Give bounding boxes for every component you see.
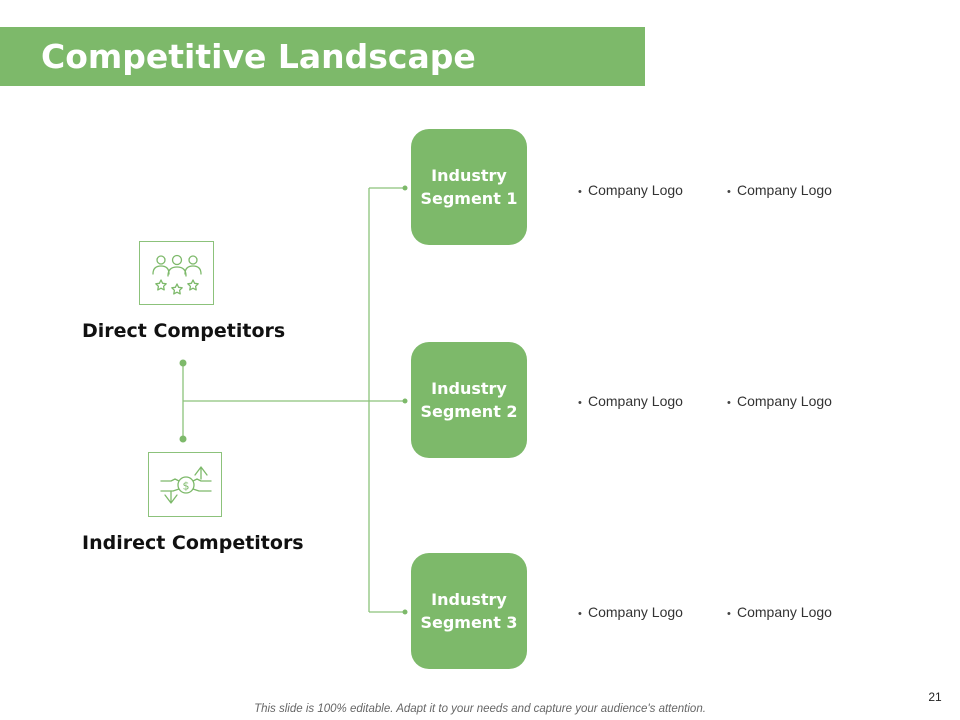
industry-segment-1-box: Industry Segment 1 xyxy=(411,129,527,245)
connector-dot xyxy=(402,609,408,615)
company-logo-text: Company Logo xyxy=(737,604,832,620)
connector-dot xyxy=(179,359,187,367)
company-logo-item: •Company Logo xyxy=(727,182,832,198)
title-banner: Competitive Landscape xyxy=(0,27,645,86)
company-logo-item: •Company Logo xyxy=(727,604,832,620)
page-title: Competitive Landscape xyxy=(41,37,476,76)
company-logo-text: Company Logo xyxy=(588,604,683,620)
company-logo-text: Company Logo xyxy=(737,182,832,198)
indirect-competitors-icon-box: $ xyxy=(148,452,222,517)
svg-text:$: $ xyxy=(183,480,190,493)
group-star-rating-icon xyxy=(152,254,202,295)
direct-competitors-icon-box xyxy=(139,241,214,305)
indirect-competitors-label: Indirect Competitors xyxy=(82,532,304,554)
page-number: 21 xyxy=(928,690,942,704)
industry-segment-label: Industry Segment 1 xyxy=(420,166,518,208)
industry-segment-2-box: Industry Segment 2 xyxy=(411,342,527,458)
company-logo-text: Company Logo xyxy=(588,393,683,409)
industry-segment-3-box: Industry Segment 3 xyxy=(411,553,527,669)
money-exchange-icon: $ xyxy=(160,466,212,504)
connector-dot xyxy=(402,398,408,404)
company-logo-text: Company Logo xyxy=(588,182,683,198)
direct-competitors-label: Direct Competitors xyxy=(82,320,286,342)
connector-dot xyxy=(179,435,187,443)
footer-note: This slide is 100% editable. Adapt it to… xyxy=(254,703,706,715)
company-logo-item: •Company Logo xyxy=(578,182,683,198)
industry-segment-label: Industry Segment 3 xyxy=(420,590,518,632)
company-logo-item: •Company Logo xyxy=(578,393,683,409)
company-logo-item: •Company Logo xyxy=(727,393,832,409)
industry-segment-label: Industry Segment 2 xyxy=(420,379,518,421)
company-logo-text: Company Logo xyxy=(737,393,832,409)
connector-dot xyxy=(402,185,408,191)
company-logo-item: •Company Logo xyxy=(578,604,683,620)
